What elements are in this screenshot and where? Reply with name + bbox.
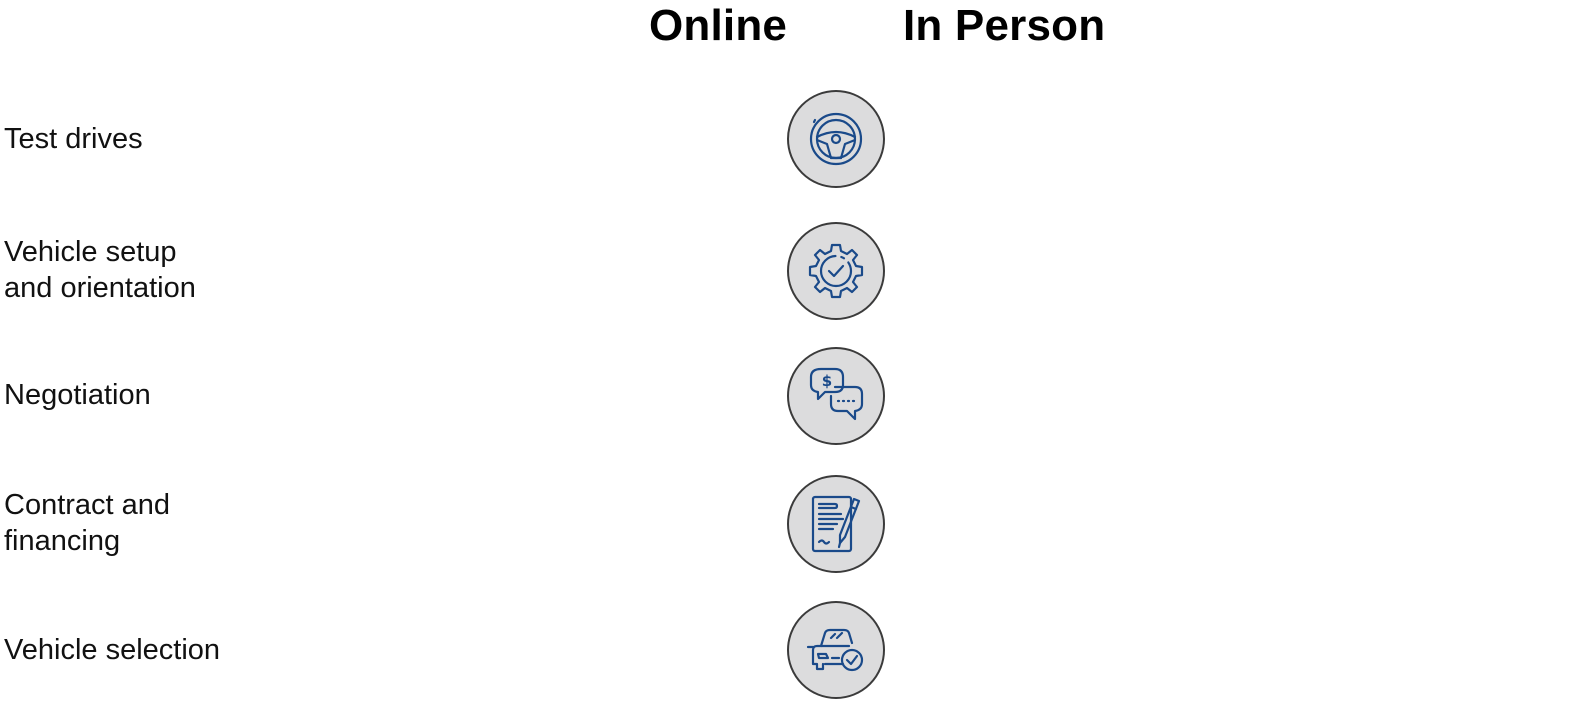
- row-label-negotiation: Negotiation: [4, 377, 151, 413]
- price-chat-icon: $: [809, 367, 864, 421]
- row-label-vehicle-setup: Vehicle setup and orientation: [4, 234, 196, 306]
- badge-test-drives: [787, 90, 885, 188]
- row-label-line: Contract and: [4, 489, 171, 521]
- badge-contract: [787, 475, 885, 573]
- row-label-line: financing: [4, 525, 121, 557]
- contract-signing-icon: [811, 495, 861, 553]
- row-label-contract: Contract and financing: [4, 487, 170, 559]
- gear-check-icon: [808, 243, 864, 299]
- row-label-line: Negotiation: [4, 379, 151, 411]
- row-label-line: Test drives: [4, 123, 143, 155]
- badge-negotiation: $: [787, 347, 885, 445]
- badge-vehicle-selection: [787, 601, 885, 699]
- row-label-line: Vehicle setup: [4, 236, 177, 268]
- badge-vehicle-setup: [787, 222, 885, 320]
- row-label-line: and orientation: [4, 272, 196, 304]
- header-online: Online: [649, 1, 788, 50]
- row-label-vehicle-selection: Vehicle selection: [4, 632, 220, 668]
- header-in-person: In Person: [903, 1, 1106, 50]
- car-check-icon: [806, 628, 864, 672]
- dollar-glyph: $: [822, 372, 832, 390]
- row-label-test-drives: Test drives: [4, 121, 143, 157]
- steering-wheel-icon: [809, 112, 863, 166]
- row-label-line: Vehicle selection: [4, 634, 221, 666]
